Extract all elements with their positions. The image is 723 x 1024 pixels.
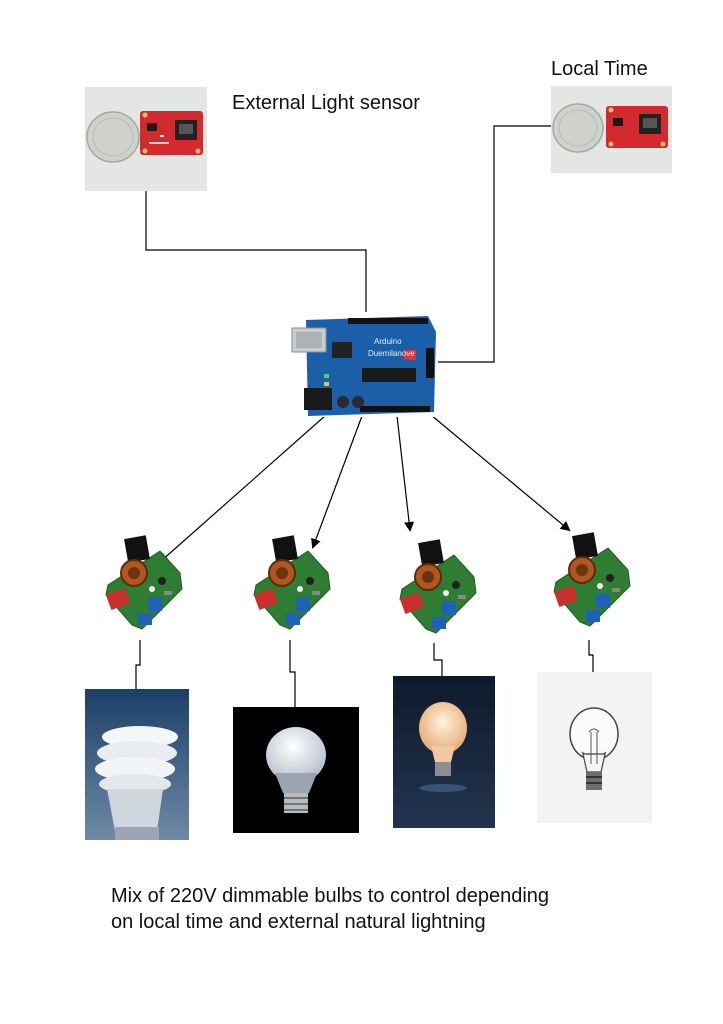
caption-line-1: Mix of 220V dimmable bulbs to control de… <box>111 885 550 907</box>
arduino-board-photo: Arduino Duemilanove <box>288 312 438 417</box>
wire-dimmer-2-bulb <box>289 640 296 707</box>
wire-dimmer-1-bulb <box>135 640 141 690</box>
incandescent-clear-photo <box>537 672 652 823</box>
led-bulb-photo <box>233 707 359 833</box>
dimmer-board-4 <box>550 530 634 630</box>
dimmer-board-1 <box>102 533 186 633</box>
caption-line-2: on local time and external natural light… <box>111 911 486 933</box>
sensor-wire <box>145 190 367 316</box>
caption: Mix of 220V dimmable bulbs to control de… <box>111 883 549 935</box>
local-time-label: Local Time <box>551 58 648 80</box>
rtc-wire <box>436 125 551 363</box>
light-sensor-photo <box>85 87 207 191</box>
dimmer-board-2 <box>250 533 334 633</box>
arrow-to-dimmer-3 <box>396 415 415 532</box>
arrow-to-dimmer-1 <box>158 414 327 564</box>
cfl-bulb-photo <box>85 689 189 840</box>
board-brand-text: Arduino <box>374 337 402 346</box>
arrow-to-dimmer-2 <box>311 415 363 549</box>
board-model-text: Duemilanove <box>368 349 415 358</box>
wire-dimmer-4-bulb <box>588 640 594 672</box>
rtc-photo <box>551 86 672 173</box>
arrow-to-dimmer-4 <box>430 414 571 532</box>
dimmer-board-3 <box>396 537 480 637</box>
external-light-sensor-label: External Light sensor <box>232 92 420 114</box>
wire-dimmer-3-bulb <box>433 643 443 676</box>
incandescent-glowing-photo <box>393 676 495 828</box>
